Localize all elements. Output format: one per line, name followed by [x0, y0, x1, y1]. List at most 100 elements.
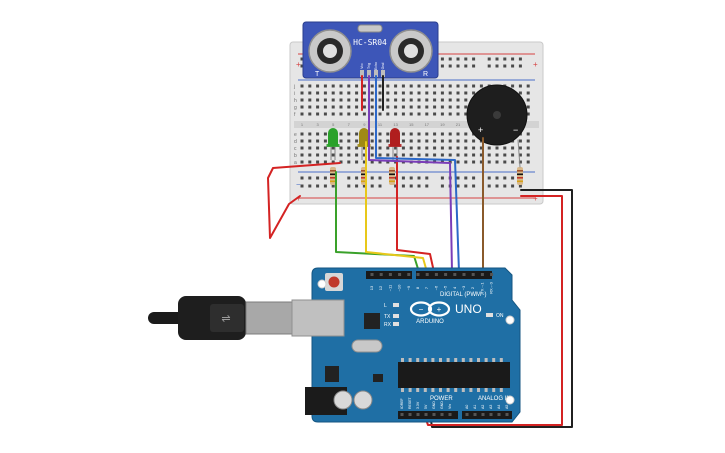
atmega-chip	[398, 362, 510, 388]
breadboard-hole	[456, 112, 460, 116]
breadboard-hole	[495, 146, 499, 150]
analog-pin-socket	[481, 413, 485, 416]
breadboard-hole	[409, 91, 413, 95]
digital-pin-socket	[453, 273, 457, 276]
rail-hole	[308, 176, 312, 180]
breadboard-hole	[425, 84, 429, 88]
analog-pin-socket	[489, 413, 493, 416]
chip-pin	[408, 388, 412, 392]
rail-hole	[362, 184, 366, 188]
breadboard-hole	[347, 139, 351, 143]
rail-plus-top-right: +	[533, 60, 538, 69]
led	[390, 128, 400, 146]
rail-hole	[409, 184, 413, 188]
breadboard-hole	[456, 132, 460, 136]
breadboard-hole	[401, 139, 405, 143]
rail-hole	[300, 64, 304, 68]
breadboard-hole	[362, 160, 366, 164]
breadboard-hole	[464, 132, 468, 136]
rail-hole	[487, 184, 491, 188]
breadboard-hole	[300, 91, 304, 95]
breadboard-hole	[456, 160, 460, 164]
breadboard-hole	[394, 105, 398, 109]
breadboard-hole	[370, 139, 374, 143]
reset-button[interactable]	[328, 276, 340, 288]
breadboard-hole	[456, 146, 460, 150]
breadboard-hole	[417, 153, 421, 157]
power-pin-socket	[440, 413, 444, 416]
breadboard-hole	[433, 105, 437, 109]
rail-hole	[425, 176, 429, 180]
breadboard-hole	[316, 146, 320, 150]
digital-pin-socket	[425, 273, 429, 276]
rail-hole	[378, 176, 382, 180]
buzzer-hole	[493, 111, 501, 119]
rail-hole	[440, 57, 444, 61]
breadboard-hole	[339, 153, 343, 157]
breadboard-hole	[300, 132, 304, 136]
row-letter: d	[294, 139, 297, 145]
breadboard-hole	[487, 160, 491, 164]
rail-hole	[511, 176, 515, 180]
breadboard-hole	[386, 153, 390, 157]
rx-label: RX	[384, 322, 392, 328]
sensor-crystal	[357, 24, 383, 33]
breadboard-hole	[394, 112, 398, 116]
rail-hole	[487, 57, 491, 61]
digital-pin-label: ~5	[443, 285, 448, 290]
sensor-pin	[381, 70, 385, 77]
chip-pin	[454, 358, 458, 362]
digital-pin-label: 8	[415, 286, 420, 289]
breadboard-hole	[456, 105, 460, 109]
breadboard-hole	[355, 153, 359, 157]
column-number: 1	[301, 122, 304, 127]
breadboard-hole	[316, 132, 320, 136]
breadboard-hole	[401, 91, 405, 95]
digital-pin-socket	[388, 273, 392, 276]
wire-blue-echo	[375, 109, 460, 273]
rail-hole	[495, 64, 499, 68]
chip-pin	[439, 358, 442, 362]
chip-pin	[416, 388, 420, 392]
tx-led	[393, 314, 399, 318]
breadboard-hole	[339, 132, 343, 136]
breadboard-hole	[456, 84, 460, 88]
rail-hole	[511, 184, 515, 188]
breadboard-hole	[417, 105, 421, 109]
digital-pin-label: 2	[470, 286, 475, 289]
breadboard-hole	[355, 84, 359, 88]
resistor	[517, 167, 523, 185]
breadboard-hole	[370, 84, 374, 88]
resistor-band	[389, 173, 395, 176]
chip-pin	[499, 358, 503, 362]
chip-pin	[484, 388, 488, 392]
breadboard-hole	[323, 91, 327, 95]
breadboard-hole	[300, 98, 304, 102]
resistor-band	[330, 173, 336, 176]
breadboard-hole	[417, 91, 421, 95]
chip-pin	[431, 388, 435, 392]
breadboard-hole	[347, 132, 351, 136]
arduino-model: UNO	[455, 302, 482, 316]
digital-pin-socket	[490, 273, 494, 276]
analog-pin-label: A4	[497, 405, 501, 409]
digital-pin-label: ~6	[433, 285, 438, 290]
rail-hole	[417, 184, 421, 188]
chip-pin	[416, 358, 420, 362]
power-pin-label: RESET	[408, 396, 412, 409]
digital-pin-socket	[471, 273, 475, 276]
breadboard-hole	[300, 112, 304, 116]
logo-loop-left	[409, 301, 433, 317]
chip-pins	[401, 358, 503, 392]
breadboard-hole	[518, 84, 522, 88]
breadboard-hole	[487, 146, 491, 150]
row-letter: i	[294, 91, 295, 97]
row-letter: b	[294, 153, 297, 159]
breadboard-hole	[503, 160, 507, 164]
breadboard-hole	[526, 139, 530, 143]
chip-pin	[423, 358, 427, 362]
breadboard-hole	[409, 139, 413, 143]
